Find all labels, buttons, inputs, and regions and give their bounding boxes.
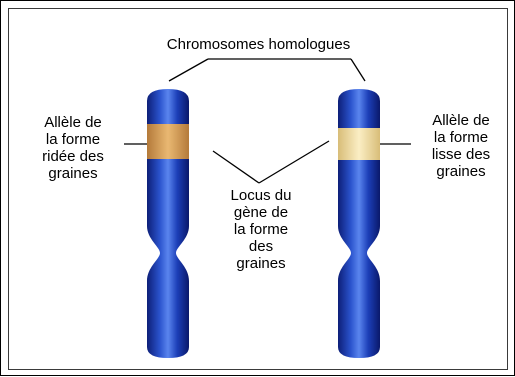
wrinkled-allele-label: Allèle de la forme ridée des graines — [23, 114, 123, 182]
locus-leader-right — [259, 141, 329, 183]
right-chromosome — [338, 89, 380, 358]
diagram-title: Chromosomes homologues — [1, 36, 515, 53]
locus-label: Locus du gène de la forme des graines — [211, 187, 311, 272]
smooth-allele-band — [338, 128, 380, 160]
wrinkled-allele-band — [147, 124, 189, 159]
left-chromosome — [147, 89, 189, 358]
smooth-allele-label: Allèle de la forme lisse des graines — [411, 112, 511, 180]
locus-leader-left — [213, 151, 259, 183]
title-leader-left — [169, 59, 208, 81]
title-leader-right — [351, 59, 365, 81]
